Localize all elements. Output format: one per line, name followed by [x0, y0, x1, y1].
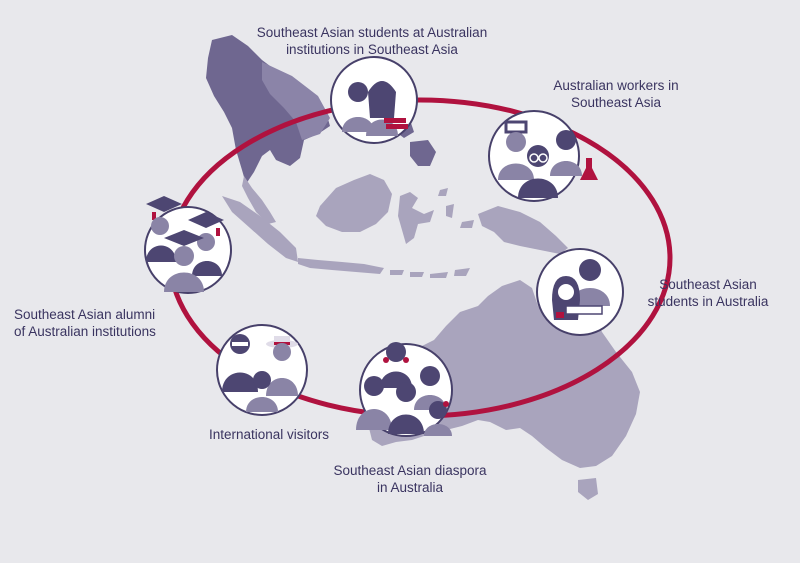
label-line: Australian workers in — [553, 78, 679, 93]
label-line: Southeast Asian alumni — [14, 307, 156, 322]
map-malay-peninsula — [242, 176, 276, 224]
label-diaspora: Southeast Asian diaspora in Australia — [310, 462, 510, 496]
label-students-in-australia: Southeast Asian students in Australia — [628, 276, 788, 310]
students-books-icon — [342, 81, 408, 136]
map-lesser-sunda — [390, 268, 470, 278]
map-sulawesi — [398, 192, 434, 244]
student-reading-icon — [552, 259, 610, 320]
map-borneo — [316, 174, 392, 232]
label-line: International visitors — [208, 427, 330, 442]
label-alumni: Southeast Asian alumni of Australian ins… — [14, 306, 214, 340]
label-line: Southeast Asian students at Australian — [256, 25, 488, 40]
node-diaspora — [356, 342, 453, 437]
family-icon — [356, 342, 452, 436]
workers-icon — [498, 120, 598, 198]
tourists-icon — [222, 334, 298, 412]
map-new-guinea — [478, 206, 568, 254]
map-tasmania — [578, 478, 598, 500]
label-line: Southeast Asian — [659, 277, 757, 292]
graduates-icon — [146, 196, 224, 292]
map-java — [298, 258, 384, 274]
map-sumatra — [222, 196, 298, 262]
map-maluku — [438, 188, 474, 228]
label-line: students in Australia — [647, 294, 769, 309]
label-line: institutions in Southeast Asia — [286, 42, 458, 57]
label-line: of Australian institutions — [14, 324, 156, 339]
label-line: Southeast Asia — [570, 95, 662, 110]
label-visitors: International visitors — [184, 426, 354, 443]
node-alumni — [144, 196, 232, 294]
map-mainland — [206, 35, 330, 184]
map-indochina — [262, 62, 330, 140]
label-line: Southeast Asian diaspora — [333, 463, 487, 478]
label-workers-in-sea: Australian workers in Southeast Asia — [536, 77, 696, 111]
label-line: in Australia — [376, 480, 444, 495]
node-visitors — [216, 324, 308, 416]
label-students-in-sea: Southeast Asian students at Australian i… — [222, 24, 522, 58]
node-students-in-sea — [330, 56, 418, 144]
node-workers-in-sea — [488, 110, 598, 202]
node-students-in-australia — [536, 248, 624, 336]
